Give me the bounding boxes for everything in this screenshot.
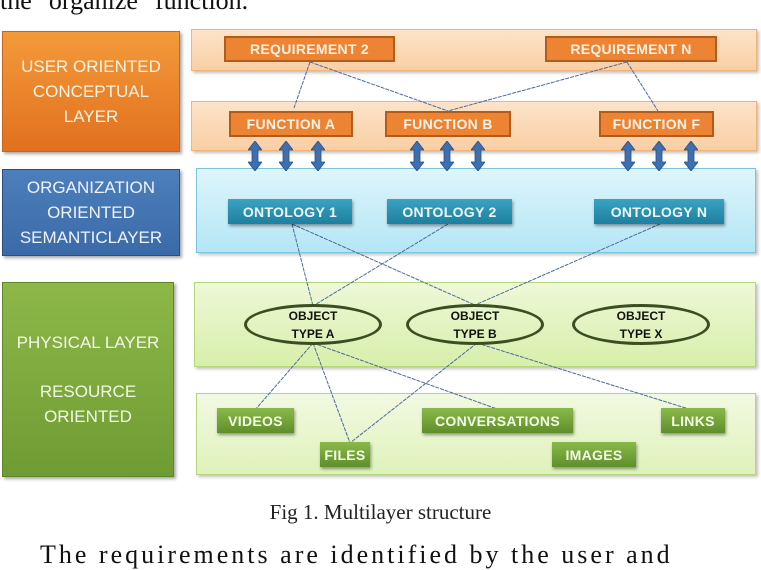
object-label-line: TYPE A [291, 326, 335, 341]
files-box: FILES [320, 442, 370, 467]
videos-box: VIDEOS [217, 408, 294, 433]
bidirectional-arrow-icon [248, 141, 262, 171]
layer-label-line: PHYSICAL LAYER [16, 333, 160, 352]
layer-label-line: CONCEPTUAL [32, 82, 150, 101]
bidirectional-arrow-icon [684, 141, 698, 171]
object-type-b-ellipse: OBJECT TYPE B [406, 304, 544, 345]
organization-oriented-semantic-layer-label: ORGANIZATION ORIENTED SEMANTICLAYER [2, 169, 180, 256]
bidirectional-arrow-icon [471, 141, 485, 171]
function-f-box: FUNCTION F [599, 111, 714, 137]
resources-band [196, 393, 756, 475]
bidirectional-arrow-icon [440, 141, 454, 171]
layer-label-line: ORIENTED [47, 203, 135, 222]
layer-label-line: ORGANIZATION [26, 178, 156, 197]
layer-label-line: RESOURCE [39, 382, 137, 401]
preceding-text-fragment: the "organize" function. [0, 0, 249, 15]
conversations-box: CONVERSATIONS [422, 408, 573, 433]
bidirectional-arrow-icon [311, 141, 325, 171]
layer-label-line: ORIENTED [44, 407, 132, 426]
bidirectional-arrow-icon [279, 141, 293, 171]
object-label-line: OBJECT [450, 308, 500, 323]
physical-resource-layer-label: PHYSICAL LAYER RESOURCE ORIENTED [2, 282, 174, 477]
figure-caption: Fig 1. Multilayer structure [269, 500, 492, 524]
bidirectional-arrow-icon [621, 141, 635, 171]
object-label-line: OBJECT [288, 308, 338, 323]
ontology-1-box: ONTOLOGY 1 [228, 199, 352, 224]
function-a-box: FUNCTION A [229, 111, 353, 137]
ontology-2-box: ONTOLOGY 2 [387, 199, 512, 224]
layer-label-line: USER ORIENTED [21, 57, 161, 76]
object-type-x-ellipse: OBJECT TYPE X [572, 304, 710, 345]
requirement-2-box: REQUIREMENT 2 [224, 36, 395, 62]
requirement-n-box: REQUIREMENT N [545, 36, 717, 62]
links-box: LINKS [661, 408, 725, 433]
object-label-line: OBJECT [616, 308, 666, 323]
layer-label-line: SEMANTICLAYER [19, 228, 163, 247]
function-b-box: FUNCTION B [385, 111, 511, 137]
object-type-a-ellipse: OBJECT TYPE A [244, 304, 382, 345]
images-box: IMAGES [552, 442, 636, 467]
following-text-fragment: The requirements are identified by the u… [40, 540, 673, 569]
object-label-line: TYPE X [619, 326, 663, 341]
user-oriented-conceptual-layer-label: USER ORIENTED CONCEPTUAL LAYER [2, 31, 180, 152]
object-label-line: TYPE B [453, 326, 497, 341]
bidirectional-arrow-icon [652, 141, 666, 171]
layer-label-line: LAYER [63, 107, 119, 126]
ontology-n-box: ONTOLOGY N [594, 199, 724, 224]
bidirectional-arrow-icon [410, 141, 424, 171]
